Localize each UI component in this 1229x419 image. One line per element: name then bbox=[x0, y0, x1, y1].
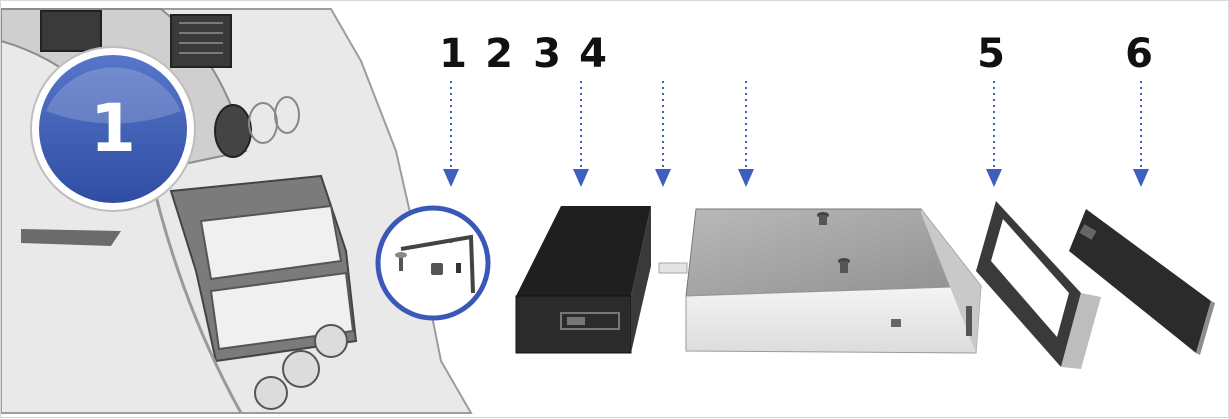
arrow-head-icon bbox=[655, 169, 671, 187]
car-radio-unit bbox=[685, 208, 982, 354]
step-number-badge: 1 bbox=[30, 46, 196, 212]
arrow-head-icon bbox=[573, 169, 589, 187]
pointer-arrows bbox=[450, 81, 1142, 171]
arrow-heads bbox=[443, 169, 1149, 187]
part-label-group: 1 2 3 4 5 6 bbox=[439, 31, 1153, 77]
trim-frame bbox=[976, 201, 1101, 369]
connector-stub bbox=[658, 262, 688, 274]
step-number: 1 bbox=[90, 90, 136, 167]
arrow-head-icon bbox=[738, 169, 754, 187]
part-label-4: 4 bbox=[579, 31, 607, 77]
arrow-head-icon bbox=[443, 169, 459, 187]
part-label-5: 5 bbox=[977, 31, 1005, 77]
mounting-sleeve bbox=[515, 206, 651, 354]
part-label-2: 2 bbox=[485, 31, 513, 77]
mounting-screws-icon bbox=[375, 205, 491, 321]
part-label-3: 3 bbox=[533, 31, 561, 77]
arrow-head-icon bbox=[1133, 169, 1149, 187]
detachable-faceplate bbox=[1069, 209, 1215, 355]
arrow-head-icon bbox=[986, 169, 1002, 187]
part-label-1: 1 bbox=[439, 31, 467, 77]
part-label-6: 6 bbox=[1125, 31, 1153, 77]
